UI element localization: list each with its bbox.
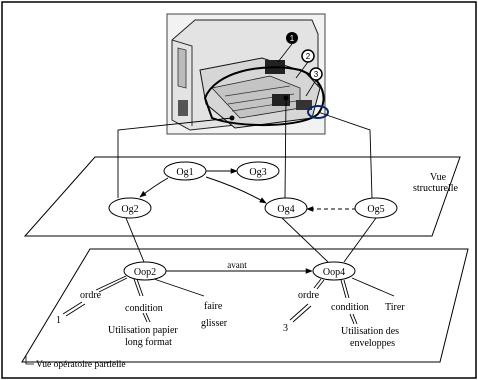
- edge-avant: avant: [166, 260, 313, 274]
- node-og4: Og4: [264, 197, 308, 219]
- printer-connectors: [117, 95, 373, 199]
- oop4-ordre-label: ordre: [298, 290, 320, 301]
- node-og1: Og1: [163, 161, 207, 181]
- callout-1-label: 1: [290, 34, 295, 43]
- node-og3-label: Og3: [249, 167, 266, 178]
- oop2-condition-value-line1: Utilisation papier: [108, 325, 178, 336]
- oop2-branches: [62, 275, 205, 323]
- node-og5: Og5: [354, 197, 398, 219]
- callout-2-label: 2: [306, 52, 311, 61]
- node-oop2-label: Oop2: [134, 267, 156, 278]
- node-og3: Og3: [236, 161, 280, 181]
- node-oop4-label: Oop4: [323, 267, 345, 278]
- operative-plane: [21, 248, 469, 363]
- structural-plane: [23, 156, 461, 237]
- node-oop2: Oop2: [123, 261, 167, 281]
- oop4-condition-value-line2: enveloppes: [350, 338, 395, 349]
- printer-illustration: 1 2 3: [166, 13, 329, 135]
- oop4-branches: [289, 277, 395, 325]
- inter-plane-links: [125, 217, 377, 263]
- oop4-ordre-value: 3: [283, 323, 288, 334]
- structural-plane-label-line1: Vue: [430, 172, 447, 183]
- node-og1-label: Og1: [176, 167, 193, 178]
- oop2-ordre-label: ordre: [80, 290, 102, 301]
- oop4-condition-label: condition: [331, 302, 369, 313]
- callout-1-badge: [286, 32, 298, 44]
- node-oop4: Oop4: [312, 261, 356, 281]
- oop4-condition-value-line1: Utilisation des: [341, 326, 399, 337]
- operative-plane-label-tick: [25, 356, 34, 365]
- node-og4-label: Og4: [277, 204, 294, 215]
- node-og5-label: Og5: [367, 204, 384, 215]
- edge-avant-label: avant: [227, 260, 247, 270]
- oop4-action-label: Tirer: [385, 302, 405, 313]
- oop2-action-line2: glisser: [201, 318, 228, 329]
- oop2-ordre-value: 1: [56, 315, 61, 326]
- oop2-condition-label: condition: [125, 303, 163, 314]
- structural-edges: [139, 168, 356, 212]
- callout-3-label: 3: [314, 70, 319, 79]
- node-og2-label: Og2: [121, 204, 138, 215]
- operative-plane-label: Vue opératoire partielle: [36, 360, 126, 370]
- oop2-condition-value-line2: long format: [125, 337, 172, 348]
- node-og2: Og2: [108, 197, 152, 219]
- oop2-action-line1: faire: [204, 301, 223, 312]
- structural-plane-label-line2: structurelle: [413, 183, 459, 194]
